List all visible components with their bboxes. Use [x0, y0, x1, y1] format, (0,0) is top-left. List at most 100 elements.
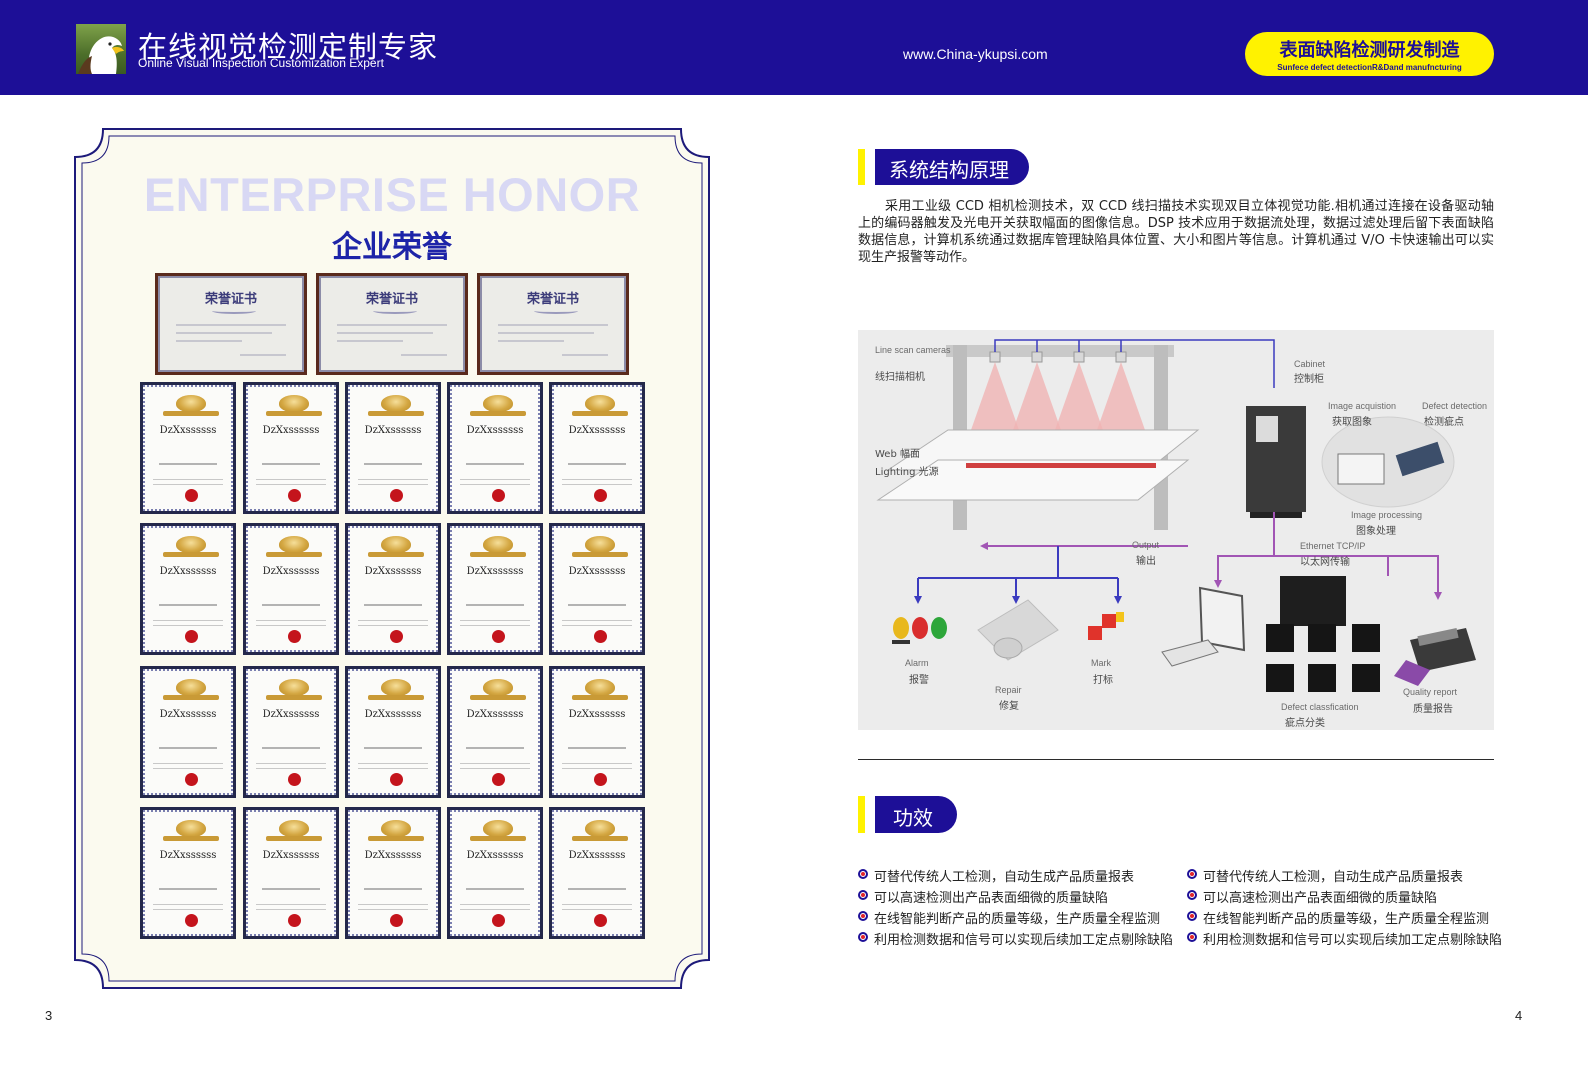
- page-number-left: 3: [45, 1008, 53, 1023]
- text-line: [498, 340, 564, 342]
- web-label: Web 幅面: [875, 449, 920, 460]
- ribbon-icon: [368, 552, 424, 557]
- ribbon-icon: [266, 411, 322, 416]
- website-link[interactable]: www.China-ykupsi.com: [903, 46, 1048, 62]
- mark-label-en: Mark: [1091, 658, 1111, 668]
- alarm-label-en: Alarm: [905, 658, 929, 668]
- brand-title: 在线视觉检测定制专家: [138, 30, 439, 64]
- certificate-face: DzXxssssss: [246, 669, 336, 795]
- alarm-label-cn: 报警: [909, 675, 929, 686]
- certificate-face: DzXxssssss: [552, 810, 642, 936]
- certificate-title: 荣誉证书: [365, 292, 418, 307]
- certificate-name: DzXxssssss: [466, 850, 524, 861]
- wax-seal-icon: [492, 773, 505, 786]
- signature-line: [466, 888, 524, 890]
- section1-title: 系统结构原理: [889, 158, 1009, 182]
- ribbon-icon: [368, 695, 424, 700]
- text-lines: [562, 904, 632, 910]
- ribbon-icon: [368, 836, 424, 841]
- lighting-label: Lighting 光源: [875, 467, 939, 478]
- portrait-certificate: DzXxssssss: [140, 666, 236, 798]
- wax-seal-icon: [288, 489, 301, 502]
- wax-seal-icon: [594, 630, 607, 643]
- landscape-certificate: 荣誉证书: [155, 273, 307, 375]
- text-line: [176, 332, 272, 334]
- bullet-icon: [1187, 911, 1197, 921]
- effect-item: 在线智能判断产品的质量等级，生产质量全程监测: [858, 908, 1173, 929]
- portrait-certificate: DzXxssssss: [140, 807, 236, 939]
- certificate-title: 荣誉证书: [204, 292, 257, 307]
- bullet-icon: [858, 911, 868, 921]
- ribbon-icon: [266, 695, 322, 700]
- section2-accent: [858, 796, 865, 833]
- image-acq-label-cn: 获取图象: [1332, 417, 1372, 428]
- signature-line: [364, 463, 422, 465]
- portrait-certificate: DzXxssssss: [549, 807, 645, 939]
- text-lines: [358, 904, 428, 910]
- certificate-name: DzXxssssss: [568, 425, 626, 436]
- certificate-name: DzXxssssss: [262, 850, 320, 861]
- effect-text: 利用检测数据和信号可以实现后续加工定点剔除缺陷: [1203, 933, 1503, 948]
- wax-seal-icon: [390, 773, 403, 786]
- wax-seal-icon: [492, 489, 505, 502]
- text-lines: [358, 620, 428, 626]
- certificate-name: DzXxssssss: [159, 709, 217, 720]
- text-lines: [562, 479, 632, 485]
- effect-text: 可以高速检测出产品表面细微的质量缺陷: [1203, 891, 1438, 906]
- laurel-icon: [279, 395, 309, 412]
- ribbon-icon: [572, 695, 628, 700]
- text-line: [562, 354, 608, 356]
- certificate-face: 荣誉证书: [319, 276, 465, 372]
- signature-line: [568, 463, 626, 465]
- wax-seal-icon: [288, 773, 301, 786]
- certificate-face: DzXxssssss: [552, 385, 642, 511]
- text-line: [176, 340, 242, 342]
- effect-text: 在线智能判断产品的质量等级，生产质量全程监测: [874, 912, 1161, 927]
- ribbon-icon: [470, 552, 526, 557]
- portrait-certificate: DzXxssssss: [345, 382, 441, 514]
- wax-seal-icon: [185, 489, 198, 502]
- ribbon-icon: [470, 836, 526, 841]
- portrait-certificate: DzXxssssss: [447, 382, 543, 514]
- ribbon-icon: [572, 411, 628, 416]
- certificate-name: DzXxssssss: [364, 566, 422, 577]
- wax-seal-icon: [390, 914, 403, 927]
- laurel-icon: [176, 395, 206, 412]
- text-lines: [256, 620, 326, 626]
- certificate-name: DzXxssssss: [159, 566, 217, 577]
- bullet-icon: [858, 869, 868, 879]
- effects-list-right: 可替代传统人工检测，自动生成产品质量报表 可以高速检测出产品表面细微的质量缺陷 …: [1187, 866, 1502, 950]
- wax-seal-icon: [288, 630, 301, 643]
- wax-seal-icon: [185, 630, 198, 643]
- signature-line: [159, 888, 217, 890]
- certificate-name: DzXxssssss: [262, 709, 320, 720]
- defect-class-label-cn: 疵点分类: [1285, 718, 1325, 729]
- portrait-certificate: DzXxssssss: [243, 666, 339, 798]
- page-number-right: 4: [1515, 1008, 1523, 1023]
- portrait-certificate: DzXxssssss: [549, 382, 645, 514]
- certificate-name: DzXxssssss: [364, 425, 422, 436]
- text-line: [498, 324, 608, 326]
- laurel-icon: [176, 536, 206, 553]
- laurel-icon: [279, 536, 309, 553]
- effects-list-left: 可替代传统人工检测，自动生成产品质量报表 可以高速检测出产品表面细微的质量缺陷 …: [858, 866, 1173, 950]
- certificate-title: 荣誉证书: [526, 292, 579, 307]
- certificate-face: DzXxssssss: [246, 810, 336, 936]
- effect-item: 利用检测数据和信号可以实现后续加工定点剔除缺陷: [858, 929, 1173, 950]
- signature-line: [568, 747, 626, 749]
- ornament-icon: [534, 308, 578, 314]
- ribbon-icon: [368, 411, 424, 416]
- ribbon-icon: [572, 836, 628, 841]
- effect-text: 利用检测数据和信号可以实现后续加工定点剔除缺陷: [874, 933, 1174, 948]
- wax-seal-icon: [185, 773, 198, 786]
- defect-det-label-cn: 检测疵点: [1424, 417, 1464, 428]
- certificate-face: DzXxssssss: [143, 810, 233, 936]
- certificate-face: 荣誉证书: [480, 276, 626, 372]
- certificate-face: DzXxssssss: [348, 526, 438, 652]
- ribbon-icon: [470, 695, 526, 700]
- text-lines: [460, 479, 530, 485]
- ribbon-icon: [163, 552, 219, 557]
- tagline-cn: 表面缺陷检测研发制造: [1279, 40, 1460, 61]
- wax-seal-icon: [390, 489, 403, 502]
